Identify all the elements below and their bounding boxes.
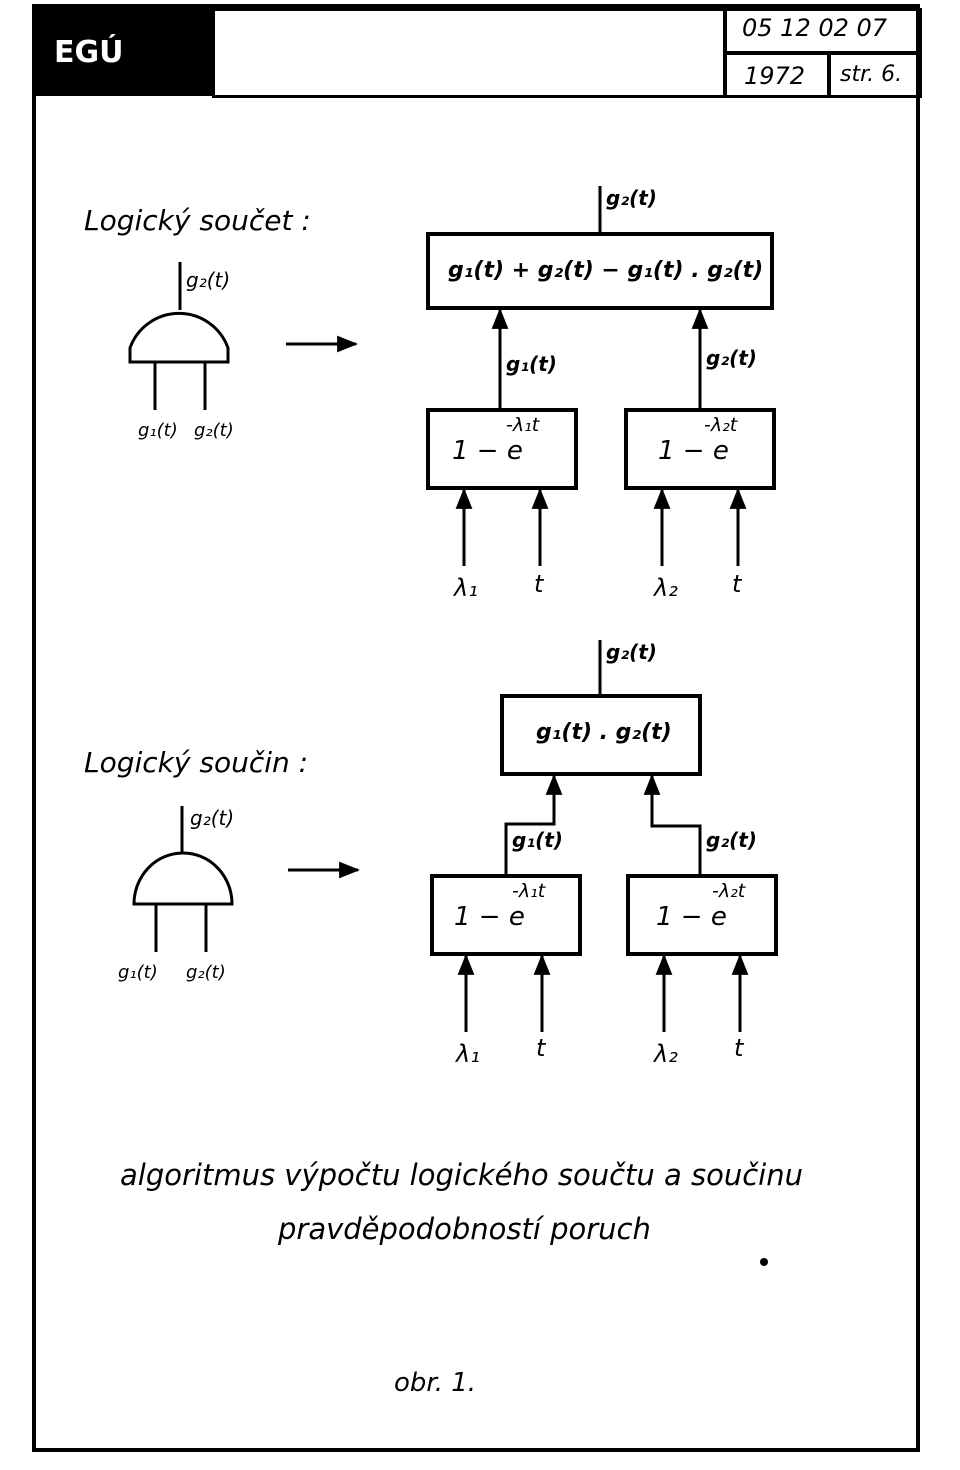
product-gate-output-label: g₂(t) [190,806,235,830]
product-box2-text: 1 − e [656,902,727,932]
sum-box1-exponent: -λ₁t [506,414,540,436]
sum-output-label: g₂(t) [606,186,657,210]
ink-dot [760,1258,768,1266]
product-gate-symbol [132,806,234,952]
product-mid2-label: g₂(t) [706,828,757,852]
company-logo: EGÚ [36,8,212,96]
product-formula-box [500,694,702,776]
sum-t1-label: t [534,570,544,598]
product-title: Logický součin : [84,746,309,779]
sum-mid1-label: g₁(t) [506,352,557,376]
page-frame [32,4,920,1452]
product-box1-exponent: -λ₁t [512,880,546,902]
product-g2-arrow [643,773,702,876]
sum-box2-text: 1 − e [658,436,729,466]
sum-title: Logický součet : [84,204,311,237]
sum-box2-exponent: -λ₂t [704,414,738,436]
sum-formula-box [426,232,774,310]
sum-box2 [624,408,776,490]
product-t2-label: t [734,1034,744,1062]
product-g1-arrow [504,773,563,876]
page-number: str. 6. [840,62,903,87]
sum-mid2-label: g₂(t) [706,346,757,370]
sum-lambda2-label: λ₂ [654,574,678,602]
sum-gate-input2-label: g₂(t) [194,420,234,441]
document-year: 1972 [744,62,806,90]
sum-gate-input1-label: g₁(t) [138,420,178,441]
header-page-cell [828,52,922,98]
product-box2 [626,874,778,956]
sum-gate-symbol [128,262,230,410]
sum-box1-text: 1 − e [452,436,523,466]
sum-lambda1-label: λ₁ [454,574,478,602]
product-mid1-label: g₁(t) [512,828,563,852]
product-formula: g₁(t) . g₂(t) [536,720,672,745]
sum-t2-label: t [732,570,742,598]
caption-line2: pravděpodobností poruch [278,1212,651,1246]
sum-box1 [426,408,578,490]
figure-label: obr. 1. [394,1368,477,1398]
caption-line1: algoritmus výpočtu logického součtu a so… [120,1158,803,1192]
sum-formula: g₁(t) + g₂(t) − g₁(t) . g₂(t) [448,258,764,283]
product-gate-input2-label: g₂(t) [186,962,226,983]
product-box1 [430,874,582,956]
product-gate-input1-label: g₁(t) [118,962,158,983]
product-output-label: g₂(t) [606,640,657,664]
product-box2-exponent: -λ₂t [712,880,746,902]
product-lambda2-label: λ₂ [654,1040,678,1068]
product-box1-text: 1 − e [454,902,525,932]
product-lambda1-label: λ₁ [456,1040,480,1068]
product-t1-label: t [536,1034,546,1062]
sum-gate-output-label: g₂(t) [186,268,231,292]
document-code: 05 12 02 07 [742,14,888,42]
